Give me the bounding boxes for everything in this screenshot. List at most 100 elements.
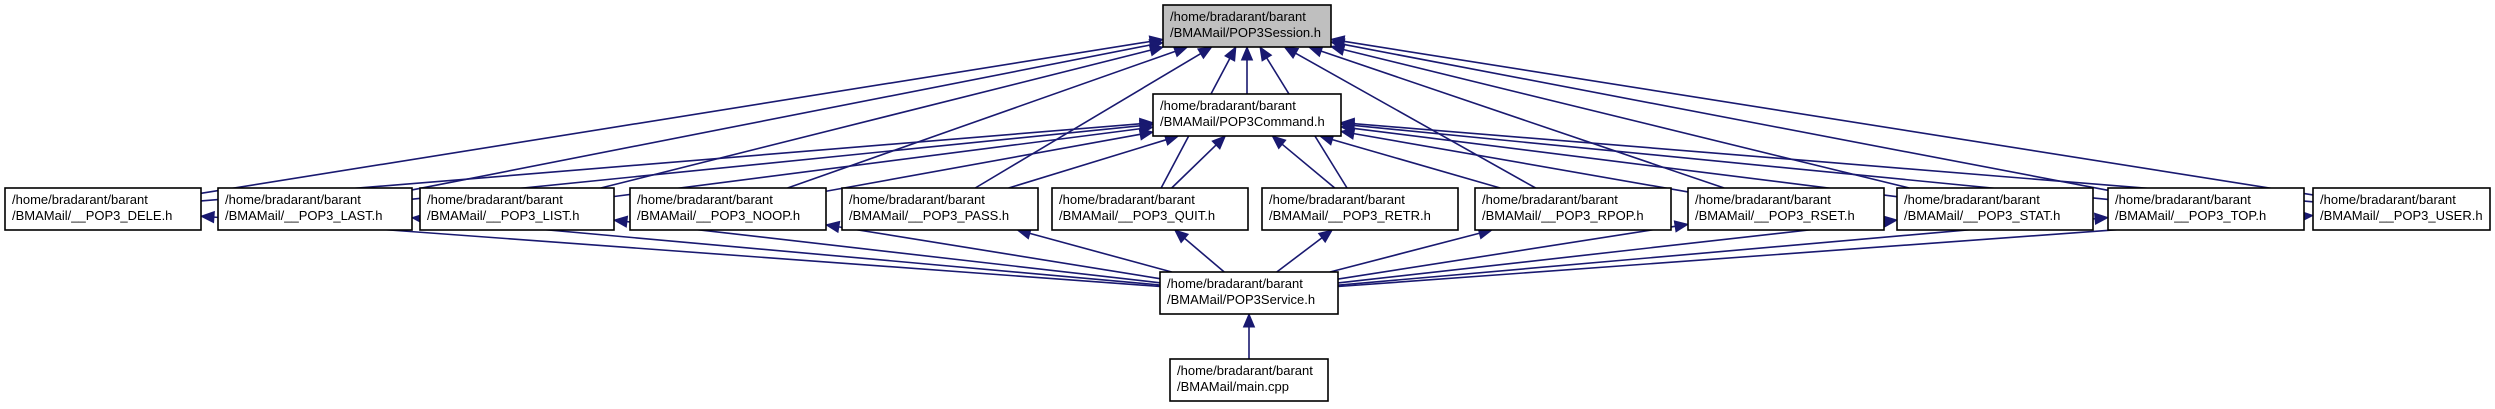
edge-quit-to-command — [1171, 135, 1227, 189]
arrowhead-icon — [1242, 312, 1256, 328]
node-label-line2: /BMAMail/main.cpp — [1177, 379, 1289, 394]
edge-service-to-quit — [1173, 229, 1225, 273]
node-noop[interactable]: /home/bradarant/barant/BMAMail/__POP3_NO… — [629, 187, 827, 231]
node-dele[interactable]: /home/bradarant/barant/BMAMail/__POP3_DE… — [4, 187, 202, 231]
node-box — [1152, 93, 1342, 137]
edge-last-to-session — [411, 38, 1165, 191]
node-box — [1261, 187, 1459, 231]
edge-service-to-pass — [1016, 227, 1172, 273]
node-label-line1: /home/bradarant/barant — [1695, 192, 1831, 207]
node-last[interactable]: /home/bradarant/barant/BMAMail/__POP3_LA… — [217, 187, 413, 231]
edge-line — [1353, 127, 1898, 198]
node-label-line2: /BMAMail/POP3Service.h — [1167, 292, 1315, 307]
node-top[interactable]: /home/bradarant/barant/BMAMail/__POP3_TO… — [2107, 187, 2305, 231]
edge-line — [613, 127, 1141, 198]
arrowhead-icon — [1329, 35, 1346, 48]
node-box — [2312, 187, 2491, 231]
edge-line — [626, 220, 1161, 284]
edge-dele-to-session — [200, 35, 1165, 195]
arrowhead-icon — [199, 210, 215, 224]
edge-line — [1332, 138, 1501, 189]
node-box — [1687, 187, 1885, 231]
edge-line — [1276, 237, 1323, 273]
arrowhead-icon — [1173, 229, 1190, 244]
node-label-line2: /BMAMail/__POP3_TOP.h — [2115, 208, 2266, 223]
node-rset[interactable]: /home/bradarant/barant/BMAMail/__POP3_RS… — [1687, 187, 1885, 231]
node-list[interactable]: /home/bradarant/barant/BMAMail/__POP3_LI… — [419, 187, 615, 231]
node-label-line1: /home/bradarant/barant — [2320, 192, 2456, 207]
node-box — [1162, 4, 1332, 48]
node-label-line2: /BMAMail/__POP3_LIST.h — [427, 208, 579, 223]
edge-rset-to-command — [1339, 127, 1689, 193]
edge-line — [600, 49, 1151, 189]
nodes-layer: /home/bradarant/barant/BMAMail/POP3Sessi… — [4, 4, 2491, 402]
node-pass[interactable]: /home/bradarant/barant/BMAMail/__POP3_PA… — [841, 187, 1039, 231]
edge-pass-to-session — [974, 46, 1213, 189]
node-label-line1: /home/bradarant/barant — [1167, 276, 1303, 291]
node-command[interactable]: /home/bradarant/barant/BMAMail/POP3Comma… — [1152, 93, 1342, 137]
edge-user-to-session — [1329, 35, 2314, 196]
edge-line — [1029, 232, 1172, 273]
edge-line — [1295, 52, 1536, 189]
node-label-line2: /BMAMail/__POP3_RPOP.h — [1482, 208, 1644, 223]
edge-service-to-noop — [824, 220, 1161, 280]
edge-line — [411, 44, 1151, 191]
node-label-line1: /home/bradarant/barant — [1059, 192, 1195, 207]
edge-stat-to-session — [1329, 43, 1910, 189]
node-retr[interactable]: /home/bradarant/barant/BMAMail/__POP3_RE… — [1261, 187, 1459, 231]
edge-service-to-rset — [1337, 220, 1690, 280]
node-rpop[interactable]: /home/bradarant/barant/BMAMail/__POP3_RP… — [1474, 187, 1672, 231]
edge-rpop-to-command — [1318, 133, 1501, 189]
node-label-line1: /home/bradarant/barant — [427, 192, 563, 207]
edge-service-to-list — [612, 215, 1161, 284]
arrowhead-icon — [1283, 46, 1300, 60]
node-box — [419, 187, 615, 231]
edge-line — [1329, 232, 1480, 273]
edge-line — [1008, 139, 1167, 189]
edge-line — [1281, 143, 1336, 189]
edge-line — [1320, 50, 1725, 189]
edge-line — [411, 124, 1141, 201]
node-quit[interactable]: /home/bradarant/barant/BMAMail/__POP3_QU… — [1051, 187, 1249, 231]
node-box — [2107, 187, 2305, 231]
node-label-line2: /BMAMail/__POP3_USER.h — [2320, 208, 2483, 223]
node-label-line1: /home/bradarant/barant — [849, 192, 985, 207]
node-main[interactable]: /home/bradarant/barant/BMAMail/main.cpp — [1169, 358, 1329, 402]
node-label-line2: /BMAMail/__POP3_PASS.h — [849, 208, 1009, 223]
edge-line — [1353, 124, 2109, 201]
node-label-line2: /BMAMail/__POP3_LAST.h — [225, 208, 383, 223]
edge-service-to-rpop — [1329, 227, 1494, 273]
node-session[interactable]: /home/bradarant/barant/BMAMail/POP3Sessi… — [1162, 4, 1332, 48]
edge-line — [1337, 220, 1885, 284]
node-box — [629, 187, 827, 231]
node-label-line2: /BMAMail/POP3Command.h — [1160, 114, 1325, 129]
arrowhead-icon — [1240, 45, 1254, 61]
node-label-line2: /BMAMail/__POP3_RETR.h — [1269, 208, 1431, 223]
arrowhead-icon — [1138, 128, 1155, 141]
node-label-line1: /home/bradarant/barant — [1170, 9, 1306, 24]
node-user[interactable]: /home/bradarant/barant/BMAMail/__POP3_US… — [2312, 187, 2491, 231]
arrowhead-icon — [1271, 135, 1287, 150]
edge-line — [787, 50, 1176, 189]
edge-line — [1343, 43, 2109, 192]
edge-line — [974, 52, 1202, 189]
arrowhead-icon — [612, 215, 629, 228]
arrowhead-icon — [1224, 45, 1237, 62]
node-label-line1: /home/bradarant/barant — [12, 192, 148, 207]
node-label-line1: /home/bradarant/barant — [225, 192, 361, 207]
node-label-line1: /home/bradarant/barant — [1177, 363, 1313, 378]
node-service[interactable]: /home/bradarant/barant/BMAMail/POP3Servi… — [1159, 271, 1339, 315]
arrowhead-icon — [1259, 45, 1273, 62]
node-label-line2: /BMAMail/__POP3_DELE.h — [12, 208, 172, 223]
node-label-line2: /BMAMail/__POP3_QUIT.h — [1059, 208, 1215, 223]
edge-line — [1343, 48, 1910, 189]
edge-line — [838, 226, 1161, 280]
arrowhead-icon — [1211, 135, 1227, 150]
edge-line — [1184, 237, 1225, 273]
arrowhead-icon — [2094, 212, 2110, 226]
arrowhead-icon — [1196, 46, 1213, 60]
node-stat[interactable]: /home/bradarant/barant/BMAMail/__POP3_ST… — [1896, 187, 2094, 231]
edge-line — [200, 40, 1151, 195]
node-label-line2: /BMAMail/POP3Session.h — [1170, 25, 1321, 40]
